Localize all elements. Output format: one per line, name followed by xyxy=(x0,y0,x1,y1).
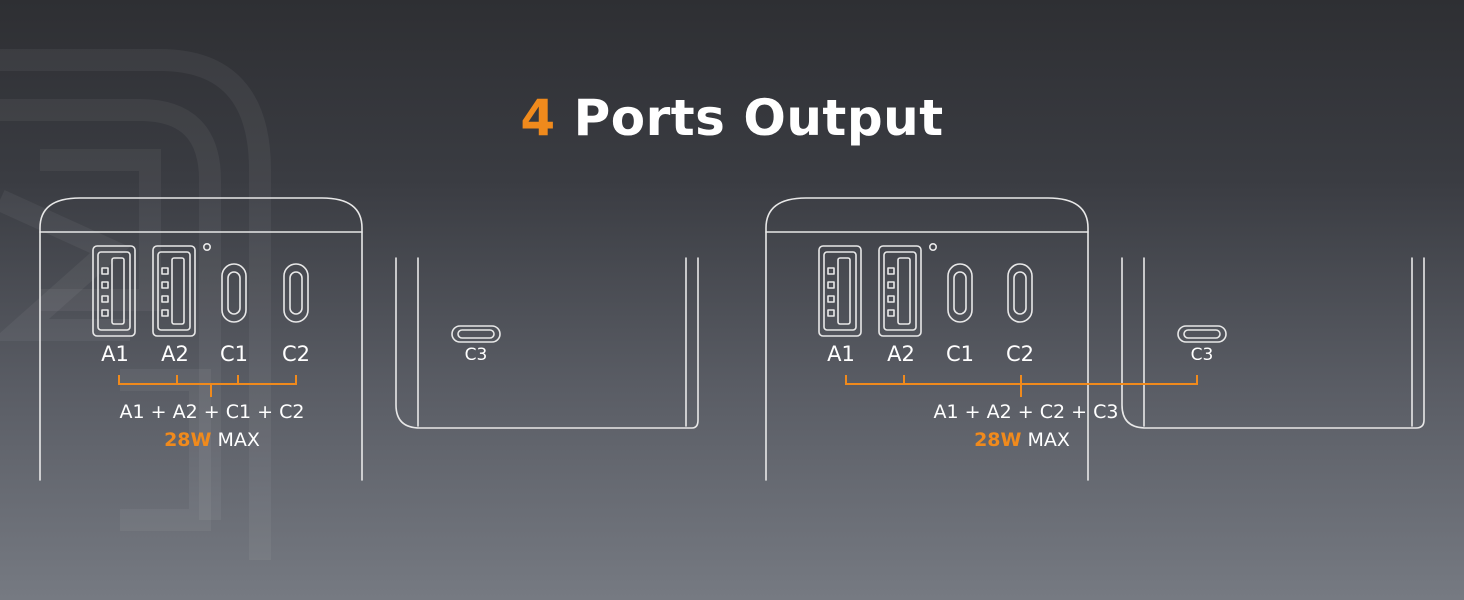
left-watt: 28W xyxy=(164,429,212,451)
right-port-label-c2: C2 xyxy=(1005,342,1035,366)
right-port-label-a1: A1 xyxy=(827,342,855,366)
left-port-label-a1: A1 xyxy=(101,342,129,366)
right-watt: 28W xyxy=(974,429,1022,451)
title-text: Ports Output xyxy=(573,89,944,147)
page-title: 4 Ports Output xyxy=(0,86,1464,150)
left-charger-side xyxy=(395,257,699,429)
right-charger-front xyxy=(765,197,1089,481)
right-usb-c-port-c1 xyxy=(947,263,973,323)
right-usb-c-port-c2 xyxy=(1007,263,1033,323)
left-charger-front xyxy=(39,197,363,481)
left-port-label-a2: A2 xyxy=(161,342,189,366)
right-max-label: MAX xyxy=(1027,429,1070,451)
right-usb-a-port-a2 xyxy=(878,245,922,337)
left-bracket xyxy=(118,375,297,397)
left-usb-a-port-a2 xyxy=(152,245,196,337)
left-usb-c-port-c1 xyxy=(221,263,247,323)
right-usb-a-port-a1 xyxy=(818,245,862,337)
right-formula: A1 + A2 + C2 + C3 xyxy=(933,401,1119,423)
right-bracket xyxy=(845,375,1198,397)
left-port-label-c3: C3 xyxy=(464,345,488,365)
left-usb-c-port-c2 xyxy=(283,263,309,323)
right-port-label-a2: A2 xyxy=(887,342,915,366)
title-number: 4 xyxy=(520,89,556,147)
left-port-label-c2: C2 xyxy=(281,342,311,366)
left-max-output: 28W MAX xyxy=(114,428,310,452)
right-port-label-c1: C1 xyxy=(945,342,975,366)
left-usb-a-port-a1 xyxy=(92,245,136,337)
right-max-output: 28W MAX xyxy=(924,428,1120,452)
left-usb-c-port-c3 xyxy=(451,325,501,343)
right-usb-c-port-c3 xyxy=(1177,325,1227,343)
left-port-label-c1: C1 xyxy=(219,342,249,366)
left-max-label: MAX xyxy=(217,429,260,451)
left-formula: A1 + A2 + C1 + C2 xyxy=(119,401,305,423)
right-charger-side xyxy=(1121,257,1425,429)
right-port-label-c3: C3 xyxy=(1190,345,1214,365)
